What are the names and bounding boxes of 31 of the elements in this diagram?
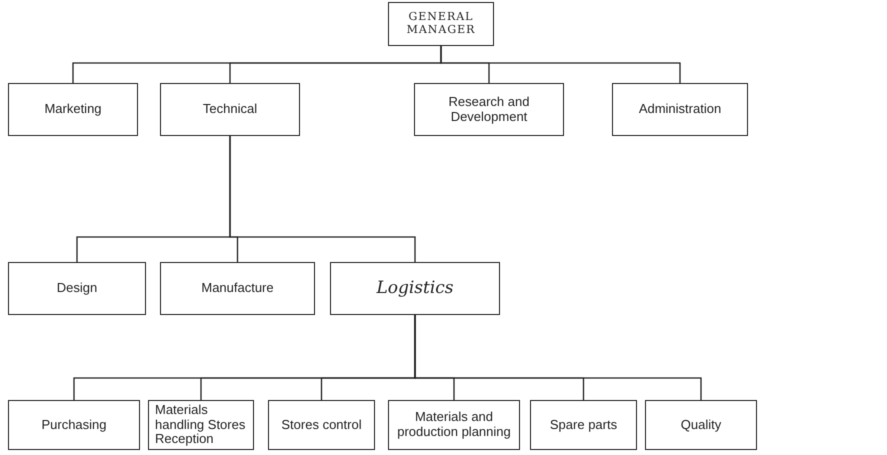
org-box bbox=[160, 262, 315, 315]
connector-line bbox=[440, 46, 681, 83]
box-label: Marketing bbox=[44, 102, 102, 117]
box-label: Manufacture bbox=[201, 281, 274, 296]
org-box bbox=[388, 2, 494, 46]
box-label: Logistics bbox=[376, 278, 454, 298]
box-label: Materials handling Stores Reception bbox=[155, 402, 246, 448]
org-box bbox=[268, 400, 375, 450]
org-box bbox=[414, 83, 564, 136]
org-box bbox=[530, 400, 637, 450]
box-label: Spare parts bbox=[550, 418, 618, 432]
box-label: Administration bbox=[638, 102, 722, 117]
box-label: Purchasing bbox=[41, 418, 107, 432]
org-box bbox=[330, 262, 500, 315]
connector-line bbox=[229, 136, 416, 262]
connector-line bbox=[414, 315, 702, 400]
box-label: Research and Development bbox=[448, 94, 530, 124]
box-label: Design bbox=[56, 281, 98, 296]
org-box bbox=[645, 400, 757, 450]
box-label: GENERAL MANAGER bbox=[406, 11, 476, 37]
org-box bbox=[8, 400, 140, 450]
box-label: Materials and production planning bbox=[396, 410, 512, 440]
org-box bbox=[8, 262, 146, 315]
org-box bbox=[160, 83, 300, 136]
org-box bbox=[8, 83, 138, 136]
org-box bbox=[148, 400, 254, 450]
org-box bbox=[612, 83, 748, 136]
box-label: Technical bbox=[202, 102, 258, 117]
org-box bbox=[388, 400, 520, 450]
box-label: Quality bbox=[680, 418, 722, 432]
box-label: Stores control bbox=[281, 418, 362, 432]
